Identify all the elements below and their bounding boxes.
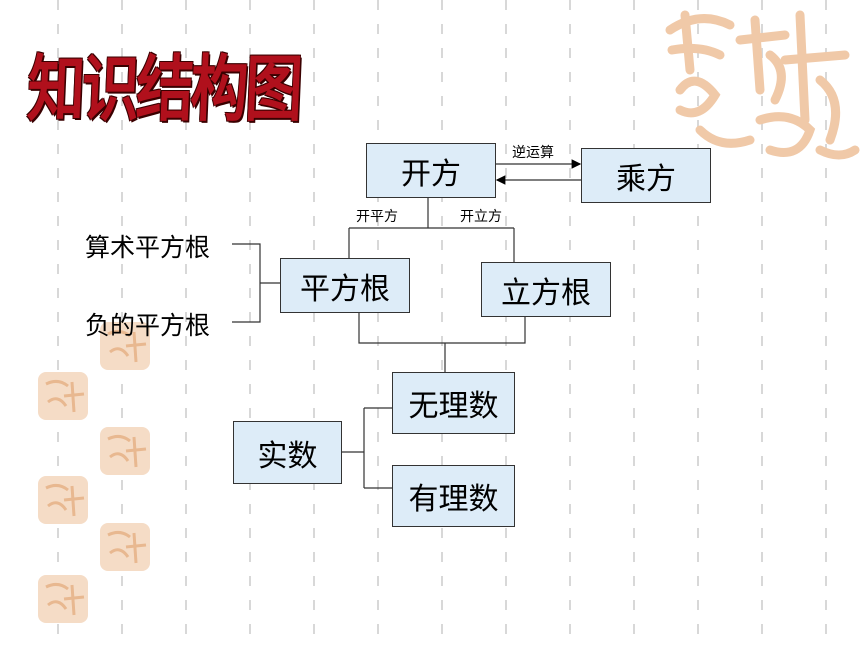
node-youlishu: 有理数 — [392, 465, 515, 527]
node-pingfanggen: 平方根 — [280, 258, 410, 313]
label-kailifang: 开立方 — [460, 209, 502, 225]
label-fu-pingfanggen: 负的平方根 — [85, 311, 211, 340]
decorative-stamp-3 — [100, 427, 150, 475]
node-wulishu: 无理数 — [392, 372, 515, 434]
decorative-stamp-1 — [100, 322, 150, 370]
decorative-stamp-2 — [38, 372, 88, 420]
connector-bottom-join — [358, 312, 526, 344]
decorative-stamp-top-right — [665, 10, 860, 160]
decorative-stamp-5 — [100, 523, 150, 571]
label-niyunsuan: 逆运算 — [512, 145, 554, 161]
node-kaifang: 开方 — [366, 143, 496, 198]
page-title: 知识结构图 — [25, 47, 302, 131]
decorative-stamp-6 — [38, 575, 88, 623]
label-kaipingfang: 开平方 — [356, 209, 398, 225]
decorative-stamp-4 — [38, 476, 88, 524]
connector-left-bracket — [232, 243, 261, 323]
node-shishu: 实数 — [233, 421, 342, 484]
node-lifanggen: 立方根 — [481, 262, 611, 317]
node-chengfang: 乘方 — [581, 148, 711, 203]
label-suanshu-pingfanggen: 算术平方根 — [85, 233, 211, 262]
